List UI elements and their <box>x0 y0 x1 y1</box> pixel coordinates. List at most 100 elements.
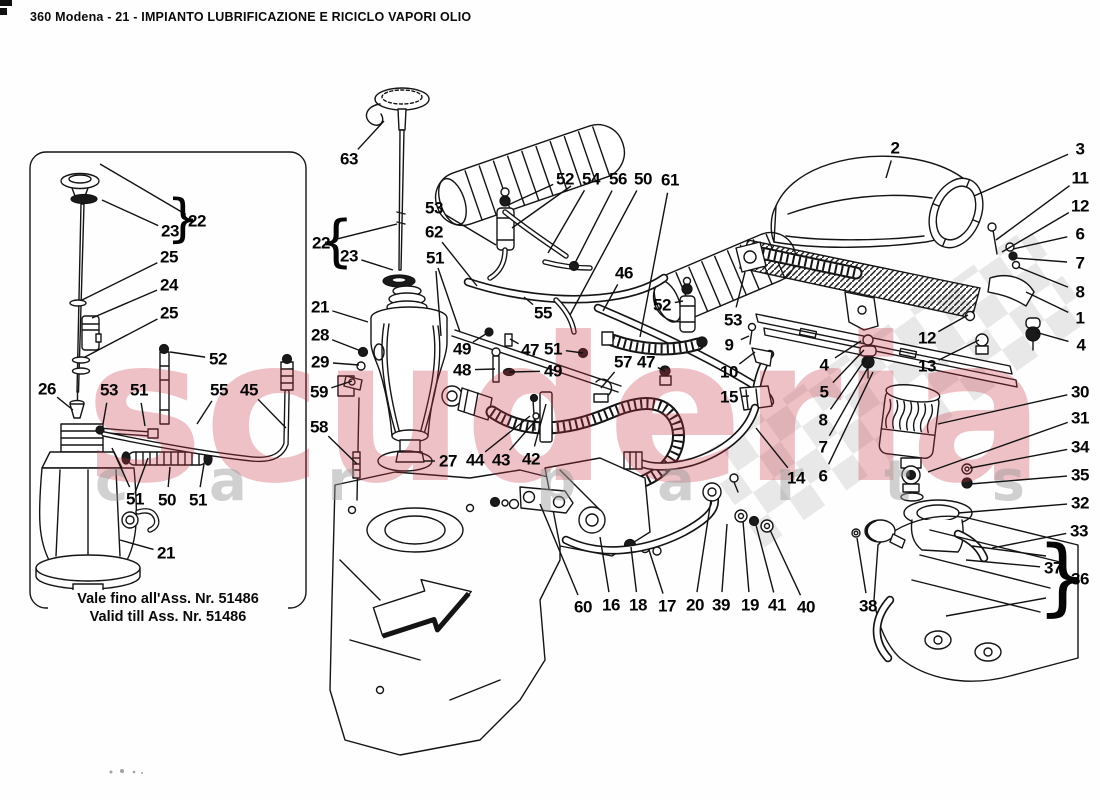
dipstick-assembly <box>365 87 430 288</box>
callout-49: 49 <box>544 361 562 381</box>
callout-12: 12 <box>1071 196 1089 216</box>
page-title: 360 Modena - 21 - IMPIANTO LUBRIFICAZION… <box>30 10 472 24</box>
callout-8: 8 <box>1075 282 1085 302</box>
callout-53: 53 <box>724 310 742 330</box>
inset-note-line1: Vale fino all'Ass. Nr. 51486 <box>77 591 259 607</box>
inset-note-line2: Valid till Ass. Nr. 51486 <box>89 609 247 625</box>
callout-50: 50 <box>158 490 176 510</box>
brace: } <box>1036 527 1090 626</box>
callout-43: 43 <box>492 450 510 470</box>
callout-35: 35 <box>1071 465 1089 485</box>
callout-56: 56 <box>609 169 627 189</box>
callout-61: 61 <box>661 170 679 190</box>
callout-15: 15 <box>720 387 738 407</box>
callout-30: 30 <box>1071 382 1089 402</box>
oil-return-pipe <box>623 349 775 471</box>
callout-55: 55 <box>210 380 228 400</box>
callout-55: 55 <box>534 303 552 323</box>
callout-60: 60 <box>574 597 592 617</box>
callout-14: 14 <box>787 468 805 488</box>
callout-59: 59 <box>310 382 328 402</box>
stray-dots <box>109 769 143 774</box>
callout-51: 51 <box>130 380 148 400</box>
callout-11: 11 <box>1071 168 1089 188</box>
callout-8: 8 <box>818 410 828 430</box>
callout-7: 7 <box>818 437 828 457</box>
callout-39: 39 <box>712 595 730 615</box>
callout-51: 51 <box>544 339 562 359</box>
callout-25: 25 <box>160 303 178 323</box>
callout-29: 29 <box>311 352 329 372</box>
callout-27: 27 <box>439 451 457 471</box>
callout-19: 19 <box>741 595 759 615</box>
callout-46: 46 <box>615 263 633 283</box>
callout-4: 4 <box>1076 335 1086 355</box>
brace: { <box>318 208 354 274</box>
callout-22: 22 <box>312 233 330 253</box>
callout-34: 34 <box>1071 437 1089 457</box>
callout-21: 21 <box>311 297 329 317</box>
callout-24: 24 <box>160 275 178 295</box>
callout-47: 47 <box>521 340 539 360</box>
callout-58: 58 <box>310 417 328 437</box>
callout-3: 3 <box>1075 139 1085 159</box>
callout-6: 6 <box>1075 224 1085 244</box>
callout-23: 23 <box>340 246 358 266</box>
callout-57: 57 <box>614 352 632 372</box>
callout-48: 48 <box>453 360 471 380</box>
callout-21: 21 <box>157 543 175 563</box>
callout-2: 2 <box>890 138 900 158</box>
callout-52: 52 <box>556 169 574 189</box>
callout-7: 7 <box>1075 253 1085 273</box>
engine-block-right <box>851 515 1079 682</box>
callout-38: 38 <box>859 596 877 616</box>
callout-51: 51 <box>189 490 207 510</box>
callout-12: 12 <box>918 328 936 348</box>
callout-36: 36 <box>1071 569 1089 589</box>
callout-9: 9 <box>724 335 734 355</box>
callout-1: 1 <box>1075 308 1085 328</box>
callout-53: 53 <box>425 198 443 218</box>
callout-42: 42 <box>522 449 540 469</box>
callout-6: 6 <box>818 466 828 486</box>
callout-51: 51 <box>426 248 444 268</box>
breather-rear <box>679 276 696 333</box>
callout-20: 20 <box>686 595 704 615</box>
callout-4: 4 <box>819 355 829 375</box>
callout-33: 33 <box>1070 521 1088 541</box>
brace: } <box>166 188 200 249</box>
watermark-scuderia: scuderia <box>85 295 1045 528</box>
callout-31: 31 <box>1071 408 1089 428</box>
callout-5: 5 <box>819 382 829 402</box>
air-intake-duct <box>770 155 984 249</box>
oil-tank-assembly <box>337 285 493 501</box>
callout-40: 40 <box>797 597 815 617</box>
callout-23: 23 <box>161 221 179 241</box>
callout-50: 50 <box>634 169 652 189</box>
callout-28: 28 <box>311 325 329 345</box>
callout-41: 41 <box>768 595 786 615</box>
callout-10: 10 <box>720 362 738 382</box>
engine-block-left <box>329 469 561 756</box>
callout-53: 53 <box>100 380 118 400</box>
callout-45: 45 <box>240 380 258 400</box>
callout-13: 13 <box>918 356 936 376</box>
callout-16: 16 <box>602 595 620 615</box>
callout-25: 25 <box>160 247 178 267</box>
callout-54: 54 <box>582 169 600 189</box>
callout-17: 17 <box>658 596 676 616</box>
callout-63: 63 <box>340 149 358 169</box>
direction-arrow <box>372 578 472 639</box>
callout-51: 51 <box>126 489 144 509</box>
callout-22: 22 <box>188 211 206 231</box>
callout-62: 62 <box>425 222 443 242</box>
inset-note: Vale fino all'Ass. Nr. 51486 Valid till … <box>48 590 288 626</box>
callout-52: 52 <box>209 349 227 369</box>
callout-47: 47 <box>637 352 655 372</box>
callout-44: 44 <box>466 450 484 470</box>
callout-26: 26 <box>38 379 56 399</box>
callout-18: 18 <box>629 595 647 615</box>
callout-52: 52 <box>653 295 671 315</box>
